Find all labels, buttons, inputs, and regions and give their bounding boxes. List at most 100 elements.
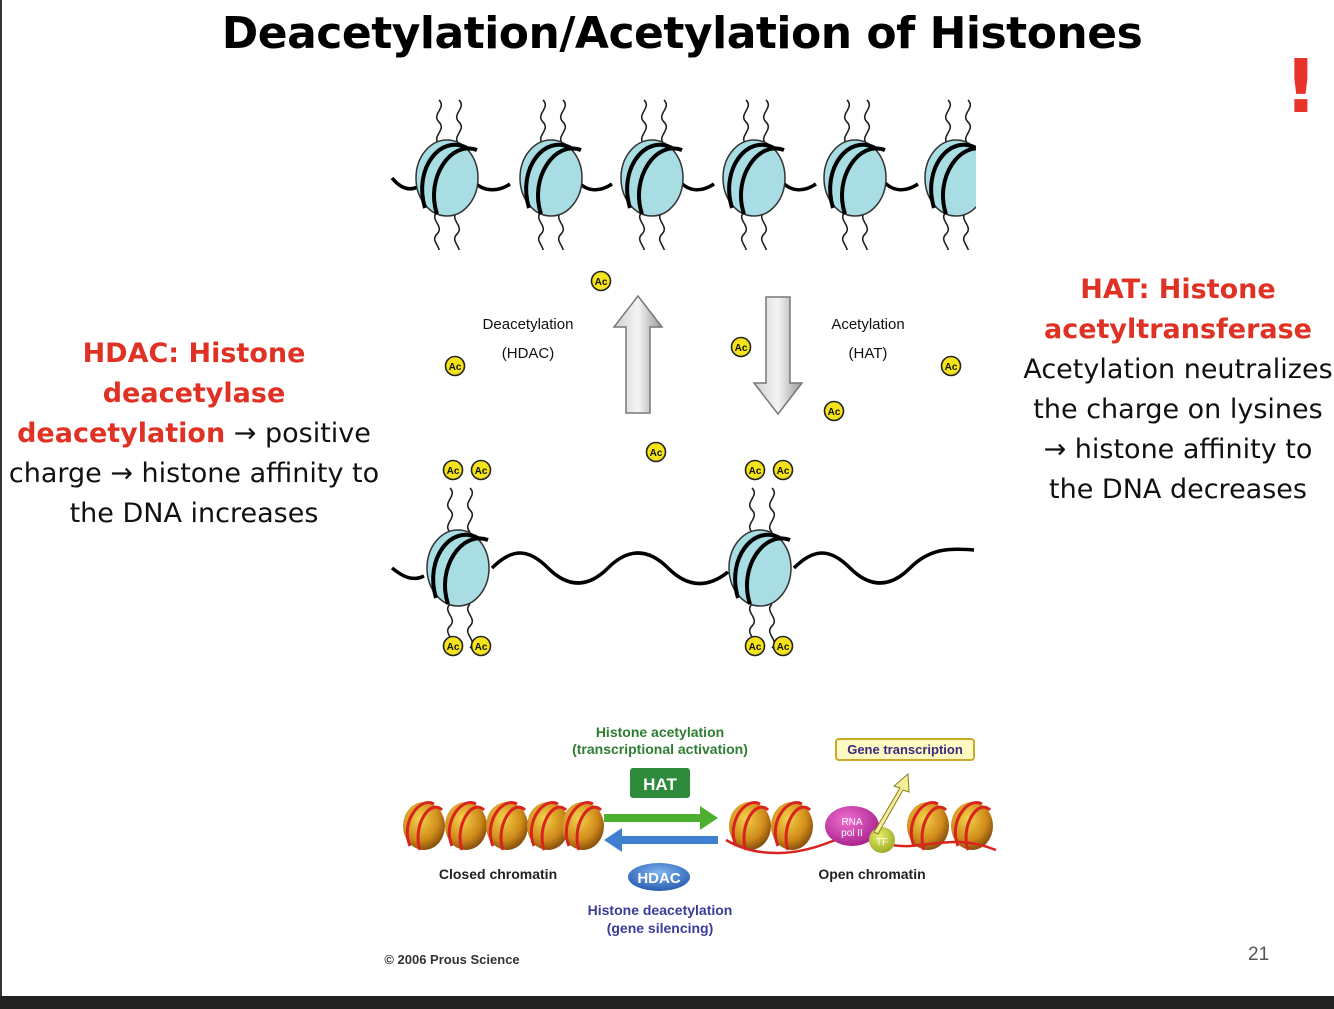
acetylation-label: Acetylation	[831, 316, 904, 333]
schematic-dna-wrap	[488, 801, 527, 851]
schematic-dna-wrap	[773, 801, 812, 851]
histone-tail	[748, 487, 756, 533]
dna-wrap	[431, 532, 489, 605]
histone-tail	[962, 211, 970, 250]
ac-label: Ac	[945, 362, 958, 373]
dna-wrap	[625, 142, 683, 215]
bottom-bar	[0, 996, 1334, 1009]
histone-tail	[466, 487, 474, 533]
histone-tail	[658, 211, 666, 250]
ac-label: Ac	[447, 642, 460, 653]
ac-marker	[823, 400, 845, 422]
histone-tail	[768, 487, 776, 533]
gene-silencing-label: (gene silencing)	[607, 920, 714, 936]
gene-transcription-arrow	[873, 772, 910, 835]
dna-wrap	[828, 142, 886, 215]
hdac-oval	[628, 863, 690, 891]
ac-marker	[444, 355, 466, 377]
dna-wrap	[524, 142, 582, 215]
histone-tail	[640, 99, 648, 145]
schematic-dna-wrap	[447, 801, 486, 851]
tf-label: TF	[876, 837, 888, 848]
hat-note: HAT: Histone acetyltransferase Acetylati…	[1022, 270, 1334, 510]
histone-tail	[638, 211, 646, 250]
ac-label: Ac	[749, 466, 762, 477]
hat-note-line5: → histone affinity to	[1043, 434, 1313, 465]
ac-marker	[442, 459, 464, 481]
histone-tail	[861, 211, 869, 250]
hdac-note-line3: charge → histone affinity to	[8, 458, 380, 489]
hat-note-line3: Acetylation neutralizes	[1023, 354, 1333, 385]
hdac-label: (HDAC)	[502, 345, 555, 362]
histone-tail	[433, 211, 441, 250]
schematic-dna-wrap	[909, 801, 948, 851]
schematic-dna-wrap	[529, 801, 568, 851]
histone-tail	[944, 99, 952, 145]
ac-label: Ac	[777, 466, 790, 477]
rna-pol-label2: pol II	[841, 828, 863, 839]
histone-tail	[942, 211, 950, 250]
histone-tail	[435, 99, 443, 145]
transcriptional-activation-label: (transcriptional activation)	[572, 741, 748, 757]
histone-acetylation-label: Histone acetylation	[596, 724, 724, 740]
histone-tail	[446, 487, 454, 533]
hdac-note: HDAC: Histone deacetylase deacetylation …	[2, 334, 386, 534]
schematic-dna-wrap	[564, 801, 603, 851]
ac-label: Ac	[595, 277, 608, 288]
gene-transcription-label: Gene transcription	[847, 742, 963, 757]
ac-marker	[470, 635, 492, 657]
hat-note-line4: the charge on lysines	[1033, 394, 1323, 425]
ac-label: Ac	[449, 362, 462, 373]
hdac-note-line4: the DNA increases	[69, 498, 319, 529]
ac-label: Ac	[475, 642, 488, 653]
ac-marker	[645, 441, 667, 463]
histone-tail	[539, 99, 547, 145]
hdac-note-line2: deacetylation → positive	[2, 414, 386, 454]
hdac-note-line1: HDAC: Histone deacetylase	[82, 338, 306, 409]
dna-wrap	[727, 142, 785, 215]
ac-label: Ac	[828, 407, 841, 418]
histone-tail	[466, 603, 474, 649]
ac-marker	[772, 635, 794, 657]
dna-wrap	[733, 532, 791, 605]
histone-tail	[964, 99, 972, 145]
copyright-label: © 2006 Prous Science	[384, 952, 519, 967]
dna-strand-top	[390, 176, 919, 192]
hdac-blue-arrow	[604, 828, 718, 852]
rna-pol-label: RNA	[841, 817, 862, 828]
ac-marker	[744, 459, 766, 481]
histone-tail	[453, 211, 461, 250]
dna-strand-open	[390, 547, 975, 586]
ac-label: Ac	[749, 642, 762, 653]
deacetylation-arrow	[612, 294, 664, 414]
hdac-note-red-word: deacetylation	[17, 418, 226, 449]
slide-title: Deacetylation/Acetylation of Histones	[221, 8, 1143, 59]
deacetylation-label: Deacetylation	[483, 316, 574, 333]
hat-note-line6: the DNA decreases	[1049, 474, 1307, 505]
open-chromatin-label: Open chromatin	[818, 866, 925, 882]
ac-label: Ac	[447, 466, 460, 477]
histone-tail	[742, 99, 750, 145]
open-chromatin-top	[390, 487, 975, 649]
histone-tail	[660, 99, 668, 145]
ac-marker	[940, 355, 962, 377]
ac-label: Ac	[475, 466, 488, 477]
histone-tail	[843, 99, 851, 145]
histone-tail	[740, 211, 748, 250]
hdac-note-line2-tail: positive	[256, 418, 371, 449]
exclamation-mark: !	[1284, 44, 1318, 130]
histone-tail	[762, 99, 770, 145]
histone-tail	[760, 211, 768, 250]
page-number: 21	[1248, 944, 1270, 965]
dna-wrap	[929, 142, 976, 215]
compact-chromatin	[390, 99, 976, 250]
ac-label: Ac	[735, 343, 748, 354]
arrow-glyph: →	[233, 418, 257, 449]
hat-label: (HAT)	[849, 345, 888, 362]
ac-marker	[442, 635, 464, 657]
closed-chromatin-label: Closed chromatin	[439, 866, 557, 882]
schematic-dna-wrap	[731, 801, 770, 851]
schematic-dna-wrap	[405, 801, 444, 851]
rna-pol-ii	[825, 806, 879, 846]
